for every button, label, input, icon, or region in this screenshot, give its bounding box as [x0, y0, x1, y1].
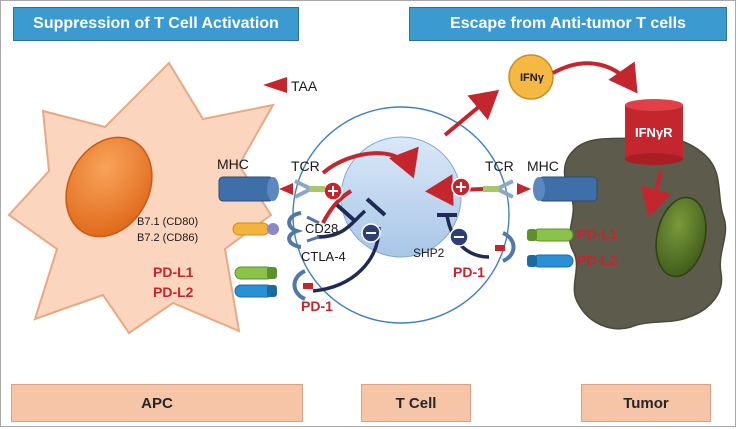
- pdl1-left-label: PD-L1: [153, 264, 194, 280]
- pdl2-left-molecule: [234, 284, 277, 298]
- cd28-label: CD28: [305, 221, 338, 236]
- pdl1-left-molecule: [234, 266, 277, 280]
- cd28-ctla4-receptor: [287, 211, 320, 249]
- taa-antigen-icon: [279, 183, 293, 195]
- shp2-label: SHP2: [413, 246, 445, 260]
- ctla4-label: CTLA-4: [301, 249, 346, 264]
- pd1-right-label: PD-1: [453, 264, 485, 280]
- footer-apc: APC: [11, 384, 303, 422]
- b72-label: B7.2 (CD86): [137, 232, 198, 244]
- header-right: Escape from Anti-tumor T cells: [409, 7, 727, 41]
- ifng-label: IFNγ: [520, 72, 545, 84]
- pd1-left-label: PD-1: [301, 298, 333, 314]
- plus-icon: [323, 181, 343, 201]
- tcr-right-label: TCR: [485, 158, 514, 174]
- taa-antigen-icon: [263, 77, 287, 93]
- mhc-left-molecule: [218, 176, 279, 202]
- tcr-right-receptor: [483, 179, 514, 199]
- pdl2-right-label: PD-L2: [577, 252, 618, 268]
- cd28-block-bar: [335, 203, 357, 223]
- mhc-left-label: MHC: [217, 156, 249, 172]
- pdl1-right-molecule: [527, 228, 574, 242]
- pdl1-right-label: PD-L1: [577, 226, 618, 242]
- pd1-left-block-bar: [365, 197, 387, 217]
- ifng-to-receptor-arrow: [552, 61, 638, 94]
- footer-tcell: T Cell: [361, 384, 471, 422]
- taa-label: TAA: [291, 78, 318, 94]
- tcr-left-label: TCR: [291, 158, 320, 174]
- tumor-nucleus: [655, 196, 707, 278]
- pd1-left-receptor: [292, 269, 313, 301]
- mhc-right-label: MHC: [527, 158, 559, 174]
- taa-antigen-icon: [517, 183, 531, 195]
- pd1-right-receptor: [495, 231, 516, 263]
- ifng-circle: [508, 54, 554, 100]
- ifngr-to-pdl-arrow: [640, 170, 672, 217]
- tcr-left-activation-arrow: [321, 146, 419, 179]
- mhc-right-molecule: [533, 176, 598, 202]
- apc-nucleus: [65, 136, 153, 238]
- tcr-left-receptor: [294, 179, 325, 199]
- ifngr-label: IFNγR: [635, 125, 673, 140]
- ifngr-receptor: [625, 99, 683, 165]
- pdl2-left-label: PD-L2: [153, 284, 194, 300]
- pdl2-right-molecule: [527, 254, 574, 268]
- tcell-to-ifng-arrow: [443, 89, 500, 137]
- b7-1-molecule: [232, 222, 279, 236]
- footer-tumor: Tumor: [581, 384, 711, 422]
- b71-label: B7.1 (CD80): [137, 216, 198, 228]
- cd28-activation-arrow: [321, 189, 353, 224]
- header-left: Suppression of T Cell Activation: [13, 7, 299, 41]
- minus-icon: [449, 227, 469, 247]
- ctla4-inhibition-arrow: [316, 209, 367, 239]
- plus-icon: [451, 177, 471, 197]
- minus-icon: [361, 223, 381, 243]
